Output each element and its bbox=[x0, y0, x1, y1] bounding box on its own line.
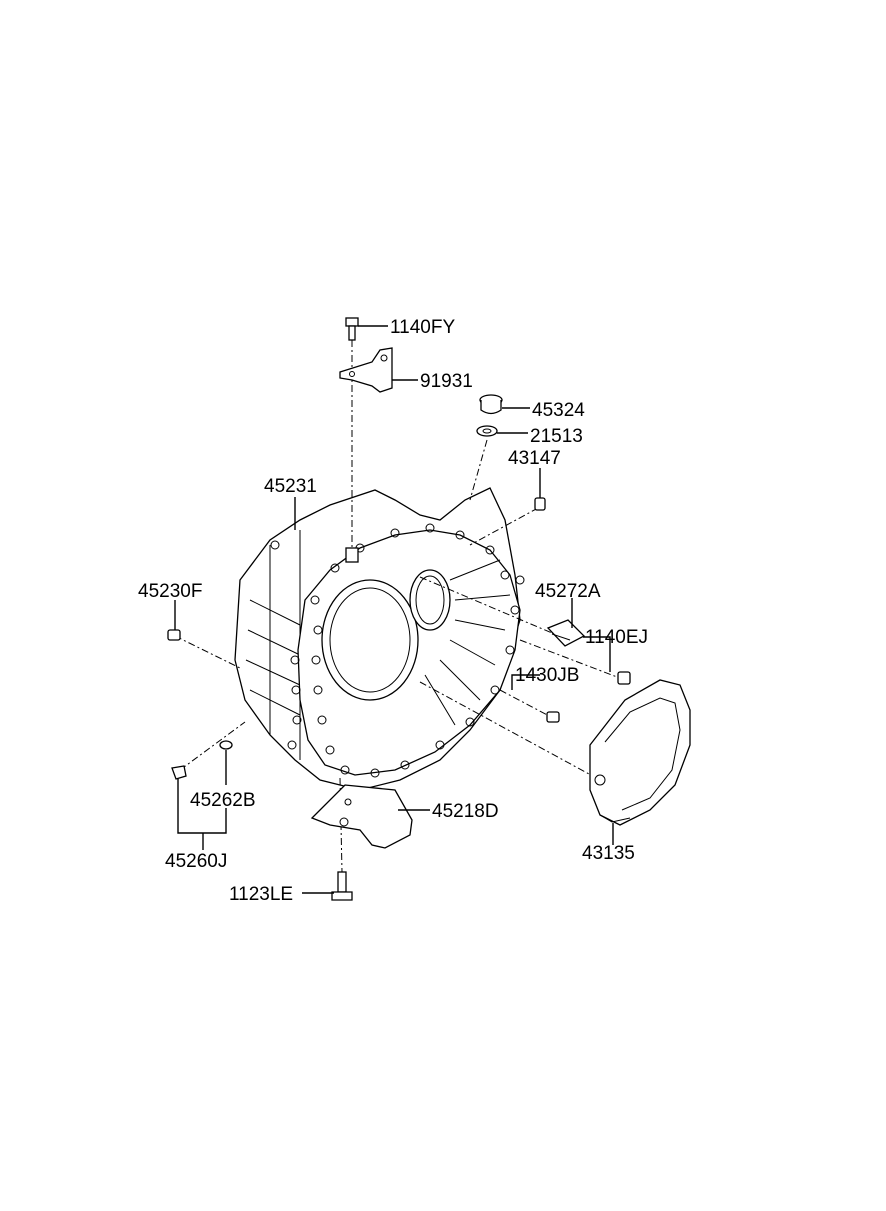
label-45230F: 45230F bbox=[138, 581, 202, 602]
part-labels: 1140FY 91931 45324 21513 43147 45231 452… bbox=[138, 317, 648, 905]
label-45260J: 45260J bbox=[165, 851, 227, 872]
label-43135: 43135 bbox=[582, 843, 635, 864]
label-1430JB: 1430JB bbox=[515, 665, 579, 686]
bracket-45272A bbox=[546, 619, 586, 647]
bolt-1140FY bbox=[345, 317, 359, 341]
label-45231: 45231 bbox=[264, 476, 317, 497]
leader-lines bbox=[174, 325, 614, 894]
label-21513: 21513 bbox=[530, 426, 583, 447]
label-1140FY: 1140FY bbox=[390, 317, 455, 338]
label-43147: 43147 bbox=[508, 448, 561, 469]
label-45272A: 45272A bbox=[535, 581, 601, 602]
bracket-45218D bbox=[310, 784, 413, 849]
transaxle-housing-45231 bbox=[234, 487, 525, 791]
dowel-45230F bbox=[167, 629, 181, 641]
pin-1430JB bbox=[546, 711, 560, 723]
plug-45260J bbox=[171, 765, 187, 780]
bolt-1123LE bbox=[331, 871, 353, 901]
gasket-21513 bbox=[476, 425, 498, 437]
cover-43135 bbox=[589, 679, 691, 826]
bracket-91931 bbox=[339, 347, 393, 393]
label-45324: 45324 bbox=[532, 400, 585, 421]
label-91931: 91931 bbox=[420, 371, 473, 392]
bolt-1140EJ bbox=[617, 671, 631, 685]
label-1123LE: 1123LE bbox=[229, 884, 293, 905]
washer-45262B bbox=[219, 740, 233, 750]
label-45218D: 45218D bbox=[432, 801, 499, 822]
breather-43147 bbox=[534, 497, 546, 511]
label-45262B: 45262B bbox=[190, 790, 256, 811]
label-1140EJ: 1140EJ bbox=[585, 627, 648, 648]
plug-45324 bbox=[479, 394, 503, 415]
